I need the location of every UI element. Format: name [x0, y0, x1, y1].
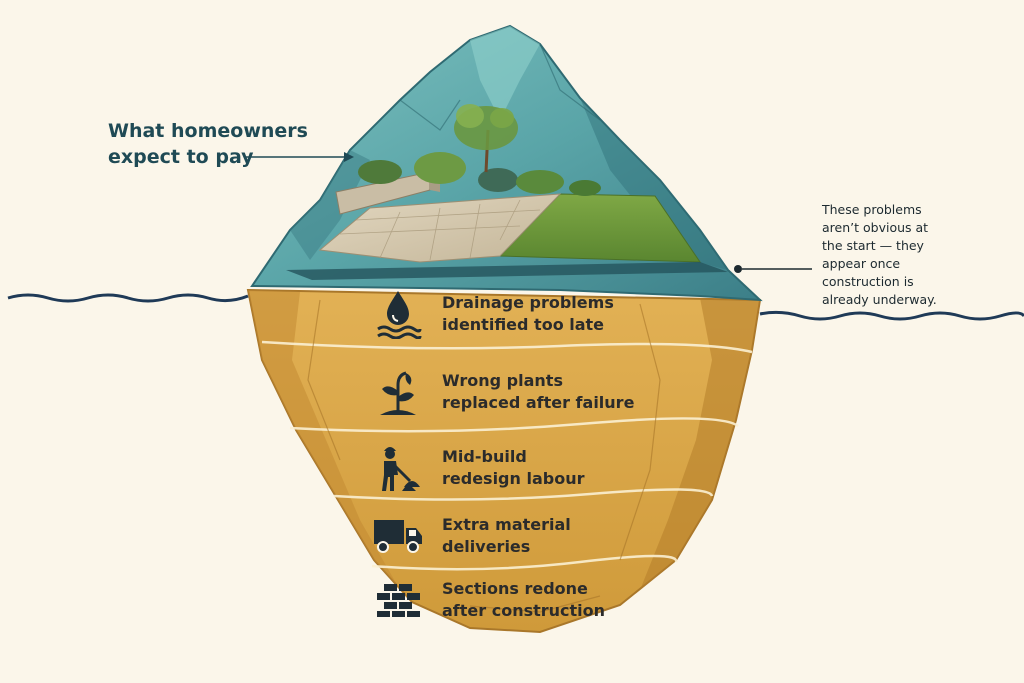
hidden-cost-line2: redesign labour [442, 469, 585, 488]
note-line3: the start — they [822, 238, 924, 253]
delivery-truck-icon [370, 510, 426, 562]
hidden-cost-text: Extra material deliveries [442, 514, 571, 558]
left-callout-arrow [244, 152, 354, 162]
hidden-cost-line1: Mid-build [442, 447, 527, 466]
note-line2: aren’t obvious at [822, 220, 929, 235]
above-water-label-line2: expect to pay [108, 146, 254, 168]
garden-scene [318, 104, 701, 263]
note-line6: already underway. [822, 292, 937, 307]
note-line5: construction is [822, 274, 914, 289]
right-callout-pointer [734, 265, 812, 273]
hidden-cost-line2: replaced after failure [442, 393, 635, 412]
hidden-cost-item-redesign: Mid-build redesign labour [370, 440, 670, 496]
hidden-cost-line2: deliveries [442, 537, 531, 556]
hidden-cost-line1: Drainage problems [442, 293, 614, 312]
hidden-cost-item-redone: Sections redone after construction [370, 572, 670, 628]
water-line [7, 293, 1024, 321]
hidden-cost-line1: Sections redone [442, 579, 588, 598]
wilting-plant-icon [370, 366, 426, 418]
above-water-label-line1: What homeowners [108, 120, 308, 142]
rock-edge [286, 262, 728, 280]
hidden-cost-text: Mid-build redesign labour [442, 446, 584, 490]
brick-stack-icon [370, 574, 426, 626]
hidden-cost-text: Wrong plants replaced after failure [442, 370, 634, 414]
note-line1: These problems [822, 202, 922, 217]
hidden-cost-line1: Wrong plants [442, 371, 563, 390]
hidden-cost-text: Sections redone after construction [442, 578, 605, 622]
note-line4: appear once [822, 256, 901, 271]
hidden-cost-item-drainage: Drainage problems identified too late [370, 286, 670, 342]
water-drop-waves-icon [370, 288, 426, 340]
hidden-cost-line1: Extra material [442, 515, 571, 534]
underwater-rock [246, 288, 762, 634]
hidden-cost-line2: identified too late [442, 315, 605, 334]
hidden-cost-item-deliveries: Extra material deliveries [370, 508, 670, 564]
hidden-costs-note: These problems aren’t obvious at the sta… [822, 201, 972, 309]
worker-shovel-icon [370, 442, 426, 494]
hidden-cost-text: Drainage problems identified too late [442, 292, 614, 336]
hidden-cost-item-plants: Wrong plants replaced after failure [370, 364, 670, 420]
hidden-cost-line2: after construction [442, 601, 606, 620]
above-water-label: What homeowners expect to pay [108, 118, 308, 170]
